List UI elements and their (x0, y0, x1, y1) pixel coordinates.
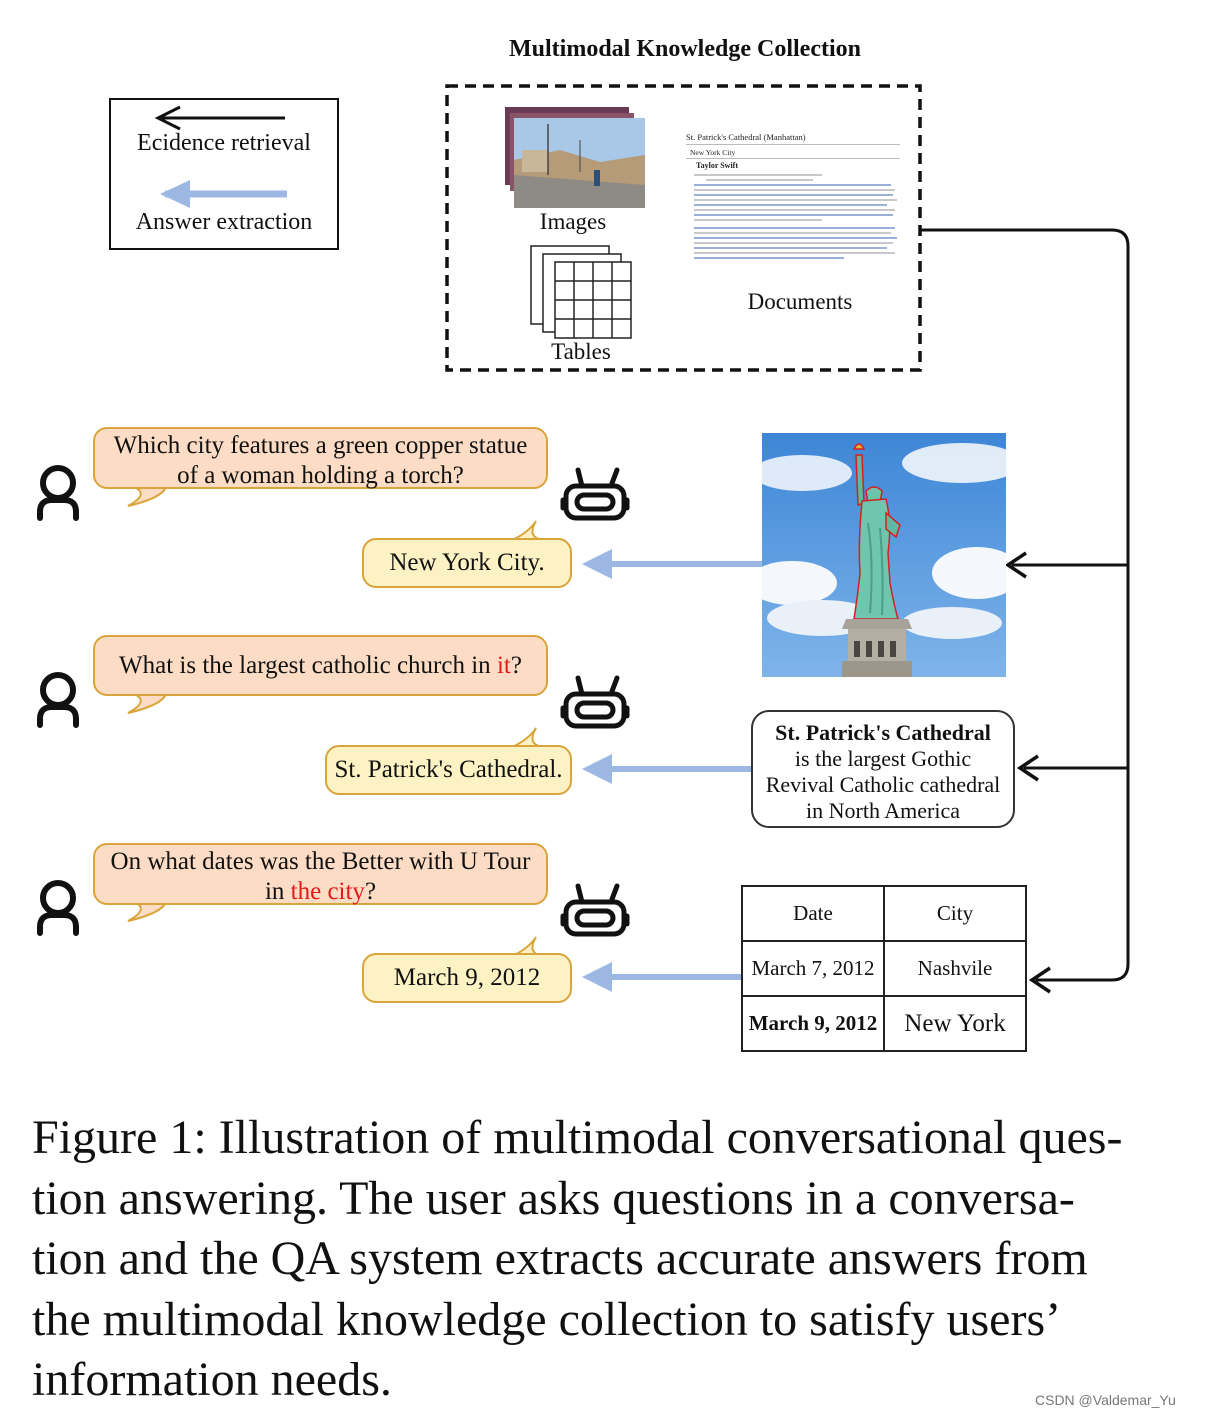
figure-caption: Figure 1: Illustration of multimodal con… (32, 1108, 1182, 1411)
text-evidence-line: is the largest Gothic (794, 746, 972, 771)
table-cell: Nashvile (883, 940, 1027, 997)
text-evidence-line: Revival Catholic cathedral (765, 772, 1001, 797)
question-bubble: Which city features a green copper statu… (93, 427, 548, 489)
answer-text: March 9, 2012 (393, 964, 541, 991)
question-bubble: On what dates was the Better with U Tour… (93, 843, 548, 905)
table-row: March 7, 2012 Nashvile (741, 940, 1027, 997)
legend-box (109, 98, 339, 250)
caption-line: tion answering. The user asks questions … (32, 1171, 1075, 1225)
diagram-graphics (37, 84, 1130, 994)
diagram: Multimodal Knowledge Collection (37, 36, 1130, 1052)
evidence-arrowheads (1004, 551, 1051, 994)
question-text: Which city features a green copper statu… (113, 432, 528, 459)
question-bubble-tails (127, 486, 167, 922)
user-icon (37, 672, 79, 728)
text-evidence-line: in North America (806, 798, 960, 823)
question-highlight: the city (290, 878, 365, 905)
answer-bubble: New York City. (362, 538, 572, 588)
knowledge-collection-frame (445, 84, 922, 372)
answer-bubble: St. Patrick's Cathedral. (325, 745, 572, 795)
knowledge-collection-title: Multimodal Knowledge Collection (509, 36, 861, 62)
text-evidence-title: St. Patrick's Cathedral (775, 720, 991, 745)
user-icon (37, 465, 79, 521)
question-text: of a woman holding a torch? (177, 462, 464, 489)
caption-line: information needs. (32, 1353, 392, 1406)
table-cell: March 9, 2012 (741, 995, 885, 1052)
table-cell: March 7, 2012 (741, 940, 885, 997)
table-cell: New York (883, 995, 1027, 1052)
table-header-row: Date City (741, 885, 1027, 942)
document-section: New York City (686, 145, 900, 159)
tables-label: Tables (551, 339, 611, 364)
images-label: Images (539, 209, 607, 234)
text-evidence-card: St. Patrick's Cathedral is the largest G… (751, 710, 1015, 828)
table-row: March 9, 2012 New York (741, 995, 1027, 1052)
document-subsection: Taylor Swift (696, 161, 739, 170)
robot-icon (560, 675, 630, 729)
caption-line: tion and the QA system extracts accurate… (32, 1232, 1088, 1285)
answer-bubble: March 9, 2012 (362, 953, 572, 1003)
question-text: ? (364, 878, 377, 905)
question-text: What is the largest catholic church in (119, 652, 497, 679)
legend-answer-arrow (160, 180, 287, 208)
question-text: in (264, 878, 291, 905)
robot-icon (560, 883, 630, 937)
document-page-title: St. Patrick's Cathedral (Manhattan) (686, 132, 900, 145)
legend-evidence-label: Ecidence retrieval (137, 130, 311, 156)
robot-icon (560, 467, 630, 521)
answer-text: St. Patrick's Cathedral. (334, 756, 563, 783)
watermark: CSDN @Valdemar_Yu (1035, 1392, 1176, 1408)
question-bubble: What is the largest catholic church in i… (93, 635, 548, 696)
table-header-cell: Date (741, 885, 885, 942)
table-header-cell: City (883, 885, 1027, 942)
user-icon (37, 880, 79, 936)
caption-line: the multimodal knowledge collection to s… (32, 1292, 1062, 1346)
statue-image (762, 433, 1006, 677)
answer-text: New York City. (389, 549, 545, 576)
legend-answer-label: Answer extraction (135, 209, 313, 235)
evidence-retrieval-connector (920, 228, 1130, 982)
documents-label: Documents (747, 289, 853, 314)
legend-evidence-arrow (154, 105, 285, 131)
question-text: ? (510, 652, 522, 679)
question-text: On what dates was the Better with U Tour (110, 848, 531, 875)
caption-line: Figure 1: Illustration of multimodal con… (32, 1111, 1123, 1164)
table-evidence: Date City March 7, 2012 Nashvile March 9… (741, 885, 1027, 1052)
images-stack-icon (505, 107, 645, 208)
answer-extraction-arrows (582, 549, 762, 992)
tables-stack-icon (530, 245, 632, 339)
document-preview: St. Patrick's Cathedral (Manhattan) New … (686, 126, 900, 288)
question-highlight: it (496, 652, 511, 679)
